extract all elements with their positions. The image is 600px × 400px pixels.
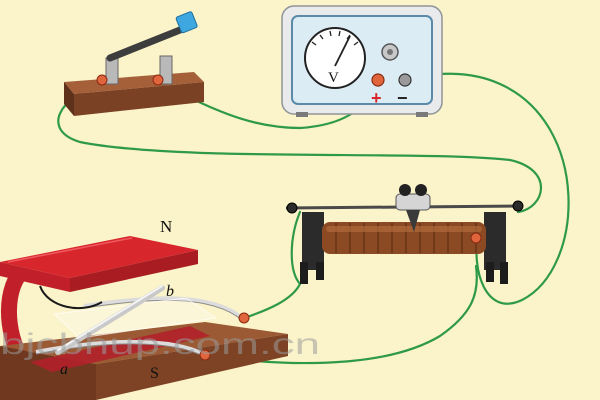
knife-switch[interactable] bbox=[64, 11, 204, 116]
rail-terminal-lower[interactable] bbox=[199, 349, 211, 361]
rheostat-terminal-coil-right[interactable] bbox=[470, 232, 482, 244]
rod-end-b-label: b bbox=[166, 283, 174, 300]
rheostat-foot-left-a bbox=[300, 262, 308, 284]
rheostat-bracket-left bbox=[302, 212, 324, 270]
watermark: bjcbhup.com.cn bbox=[0, 328, 320, 361]
voltmeter-needle bbox=[334, 35, 351, 67]
conductor-rod-highlight bbox=[57, 285, 163, 351]
rail-upper bbox=[83, 296, 244, 320]
voltmeter-foot-left bbox=[296, 112, 308, 117]
voltmeter-foot-right bbox=[416, 112, 428, 117]
switch-terminal-right bbox=[152, 74, 164, 86]
rheostat-coil-highlight bbox=[326, 226, 482, 232]
plus-sign: + bbox=[371, 88, 382, 108]
switch-clip-right bbox=[159, 55, 173, 85]
conductor-rod-ab[interactable] bbox=[55, 285, 165, 355]
voltmeter-scale-ticks bbox=[311, 30, 359, 46]
magnet-north-top bbox=[0, 236, 198, 278]
voltmeter-symbol: V bbox=[328, 70, 339, 86]
switch-blade bbox=[106, 26, 184, 62]
zero-adjust-knob-center bbox=[387, 49, 393, 55]
wire-voltmeter-minus-to-rheostat bbox=[403, 72, 570, 305]
rheostat-terminal-rail-left[interactable] bbox=[286, 202, 298, 214]
rail-upper-shadow bbox=[83, 299, 243, 321]
flexible-lead bbox=[39, 285, 103, 309]
switch-hinge-left bbox=[105, 57, 119, 85]
rheostat-slider-grip-right bbox=[415, 184, 427, 196]
switch-terminal-left bbox=[96, 74, 108, 86]
magnet-south-pole bbox=[30, 326, 210, 372]
magnet-assembly: N S a b bbox=[0, 217, 288, 400]
rheostat-bracket-right bbox=[484, 212, 506, 270]
north-pole-label: N bbox=[160, 217, 172, 236]
voltmeter: V + − bbox=[281, 5, 443, 117]
switch-base-side bbox=[64, 82, 74, 116]
wooden-base-right bbox=[96, 334, 288, 400]
south-pole-label: S bbox=[150, 365, 159, 382]
wire-switch-to-rheostat bbox=[57, 82, 542, 214]
rheostat-slider-grip-left bbox=[399, 184, 411, 196]
magnet-north-front bbox=[70, 250, 198, 292]
voltmeter-terminal-plus[interactable] bbox=[371, 73, 385, 87]
voltmeter-terminal-minus[interactable] bbox=[398, 73, 412, 87]
rheostat-foot-right-b bbox=[500, 262, 508, 284]
magnet-north-highlight bbox=[7, 237, 133, 263]
voltmeter-dial bbox=[304, 27, 366, 89]
rheostat bbox=[285, 184, 524, 284]
switch-handle bbox=[175, 11, 198, 34]
magnet-north-side bbox=[0, 262, 70, 292]
rheostat-foot-right-a bbox=[486, 262, 494, 282]
wire-rheostat-to-rod bbox=[242, 210, 302, 320]
minus-sign: − bbox=[397, 88, 408, 108]
rod-end-a-label: a bbox=[60, 361, 68, 378]
rheostat-foot-left-b bbox=[316, 262, 324, 280]
rheostat-terminal-rail-right[interactable] bbox=[512, 200, 524, 212]
rail-terminal-upper[interactable] bbox=[238, 312, 250, 324]
switch-base-front bbox=[74, 82, 204, 116]
rheostat-slider-body[interactable] bbox=[395, 193, 431, 211]
rheostat-slider-contact bbox=[406, 210, 420, 232]
